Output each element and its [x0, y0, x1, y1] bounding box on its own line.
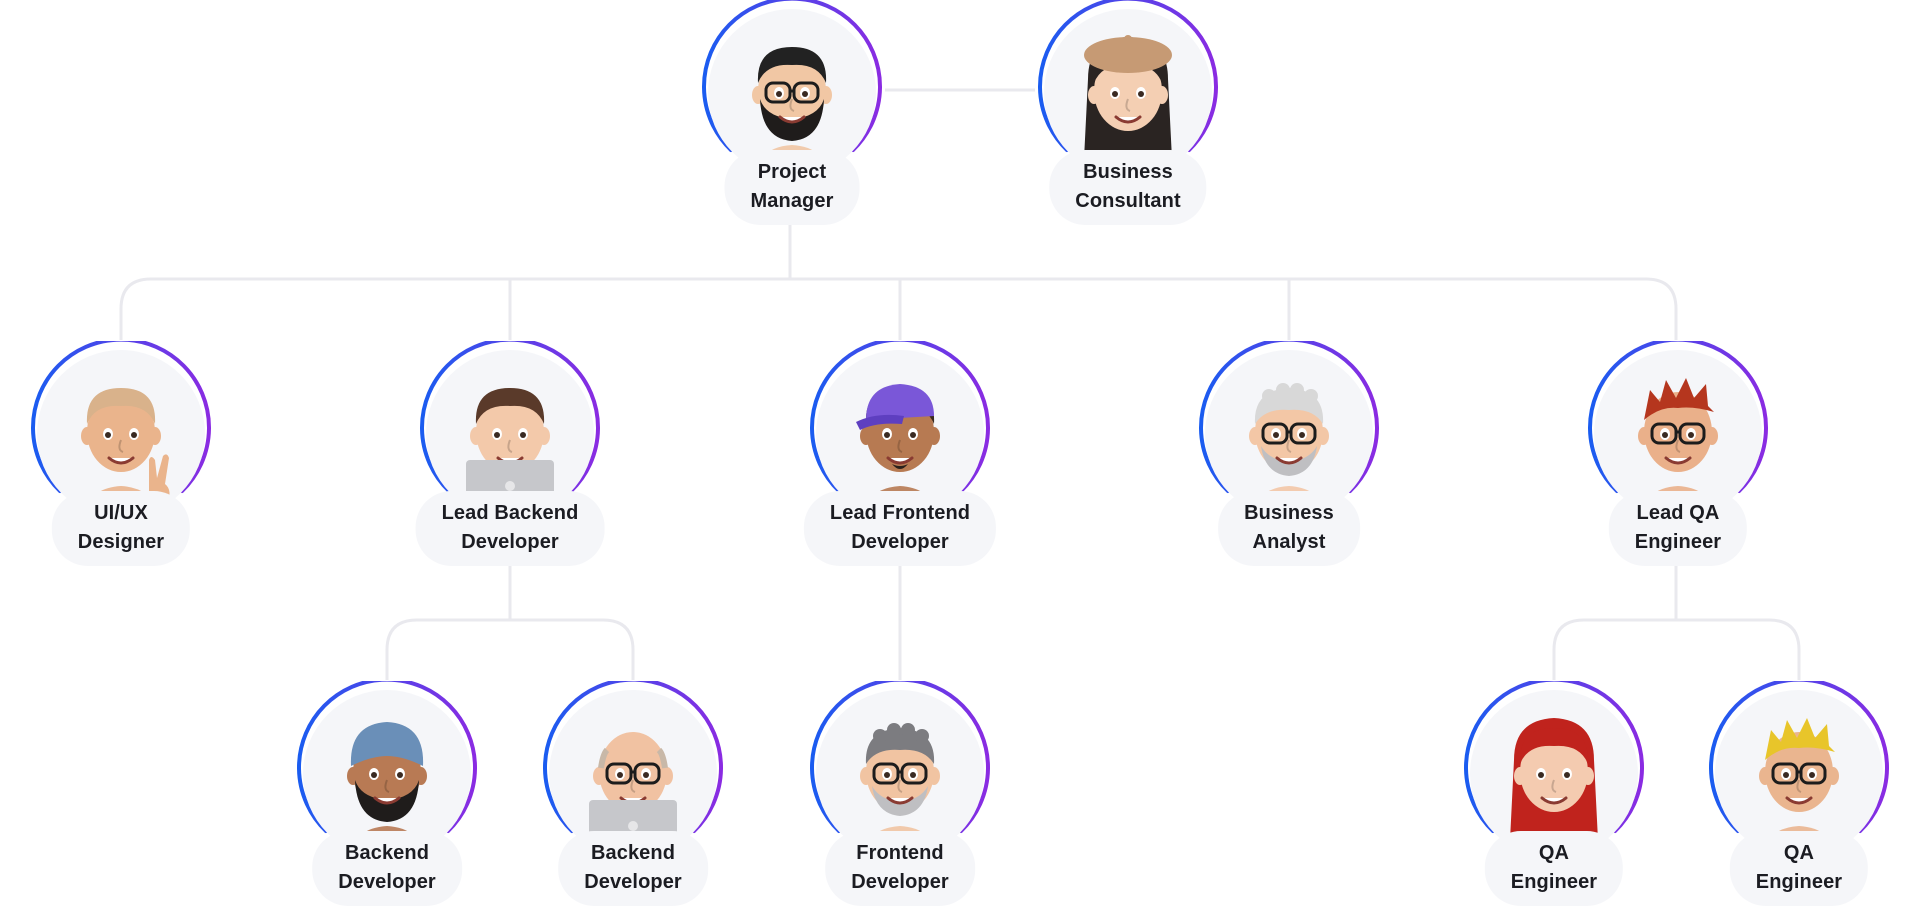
role-label: QA Engineer [1729, 831, 1869, 906]
member-node-lead-qa-engineer[interactable]: Lead QA Engineer [1585, 341, 1771, 571]
member-node-qa-engineer-1[interactable]: QA Engineer [1461, 681, 1647, 911]
woman-red-hair-avatar [1510, 718, 1598, 858]
avatar-ring [1038, 0, 1218, 152]
avatar-frame [1044, 9, 1212, 177]
role-label-line: Developer [851, 871, 949, 893]
avatar-ring [1588, 341, 1768, 493]
role-label-line: Business [1083, 161, 1173, 183]
role-label-line: Project [757, 161, 827, 183]
role-label-line: QA [1783, 842, 1815, 864]
avatar-frame [1470, 690, 1638, 858]
role-label-line: Business [1244, 502, 1334, 524]
role-label-line: Lead Backend [441, 502, 579, 524]
role-label-line: Analyst [1252, 531, 1326, 553]
avatar-ring [702, 0, 882, 152]
role-label-line: Engineer [1755, 871, 1843, 893]
role-label-line: QA [1538, 842, 1570, 864]
avatar-ring [810, 681, 990, 833]
member-node-qa-engineer-2[interactable]: QA Engineer [1706, 681, 1892, 911]
avatar-ring [420, 341, 600, 493]
connector-backend-branch [385, 562, 635, 680]
role-label-line: Lead Frontend [829, 502, 971, 524]
avatar-frame [708, 9, 876, 177]
avatar-ring [1199, 341, 1379, 493]
avatar-ring [810, 341, 990, 493]
role-label-line: Engineer [1510, 871, 1598, 893]
connector-qa-branch [1552, 562, 1801, 680]
role-label-line: Developer [461, 531, 559, 553]
role-label-line: UI/UX [94, 502, 148, 524]
avatar-ring [297, 681, 477, 833]
role-label-line: Designer [77, 531, 165, 553]
member-node-ui-ux-designer[interactable]: UI/UX Designer [28, 341, 214, 571]
avatar-ring [1709, 681, 1889, 833]
role-label-line: Developer [851, 531, 949, 553]
woman-beret-avatar [1084, 35, 1172, 177]
role-label-line: Manager [750, 190, 834, 212]
role-label-line: Engineer [1634, 531, 1722, 553]
role-label: UI/UX Designer [51, 491, 191, 566]
role-label-line: Consultant [1075, 190, 1181, 212]
role-label: QA Engineer [1484, 831, 1624, 906]
avatar-ring [543, 681, 723, 833]
avatar-frame [816, 350, 984, 518]
role-label-line: Lead QA [1636, 502, 1720, 524]
role-label-line: Frontend [856, 842, 944, 864]
avatar-ring [31, 341, 211, 493]
role-label-line: Backend [590, 842, 676, 864]
role-label-line: Developer [338, 871, 436, 893]
avatar-ring [1464, 681, 1644, 833]
role-label-line: Backend [344, 842, 430, 864]
role-label-line: Developer [584, 871, 682, 893]
role-label: Lead QA Engineer [1608, 491, 1748, 566]
